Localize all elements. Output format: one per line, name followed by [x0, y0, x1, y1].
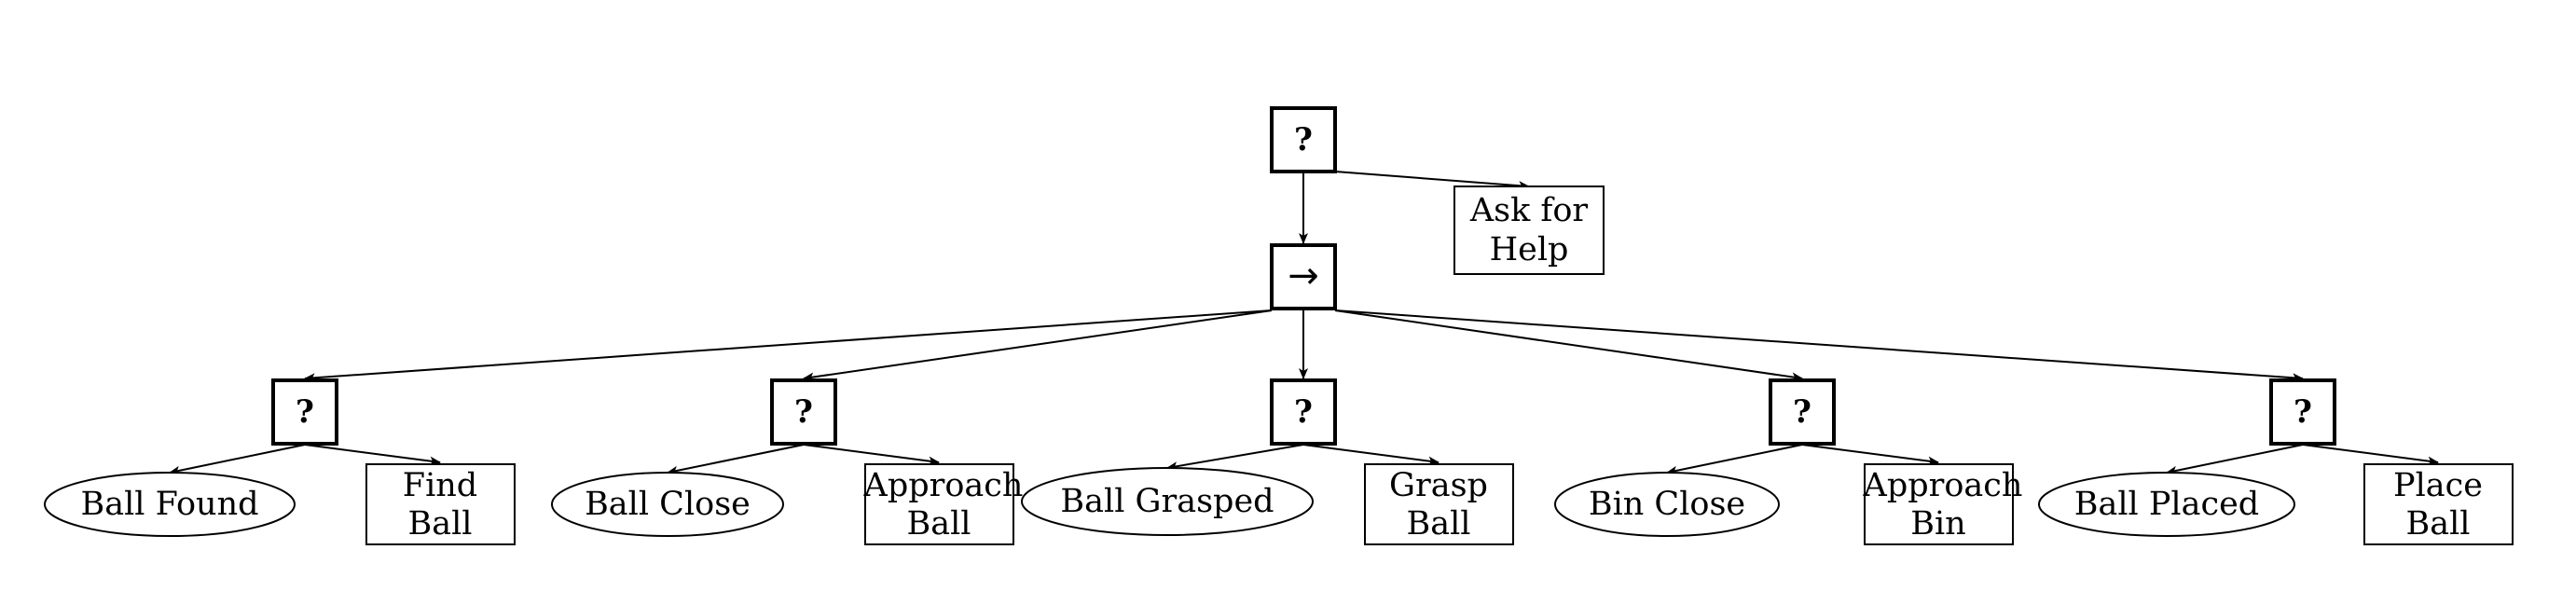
edge-fallback-3-to-action — [1302, 444, 1440, 466]
action-5-line-1: Place — [2393, 467, 2483, 504]
action-1-line-1: Find — [403, 467, 477, 504]
fallback-2-symbol: ? — [794, 393, 813, 431]
fallback-5-symbol: ? — [2294, 393, 2312, 431]
action-2-line-1: Approach — [863, 467, 1024, 504]
action-2-line-2: Ball — [907, 505, 971, 543]
ask-help-line-1: Ask for — [1469, 192, 1589, 229]
root-fallback-symbol: ? — [1294, 121, 1313, 158]
fallback-4-symbol: ? — [1793, 393, 1811, 431]
edge-sequence-to-fallback-1 — [304, 309, 1273, 383]
edge-fallback-4-to-action — [1801, 444, 1939, 466]
sequence-node: → — [1270, 243, 1337, 310]
edge-sequence-to-fallback-2 — [803, 309, 1273, 382]
condition-2-label: Ball Close — [585, 486, 751, 523]
edge-fallback-2-to-action — [803, 444, 940, 466]
action-4-line-2: Bin — [1910, 505, 1965, 543]
fallback-node-2: ? — [770, 378, 837, 446]
action-1-line-2: Ball — [408, 505, 473, 543]
edge-fallback-5-to-condition — [2166, 444, 2304, 475]
root-fallback-node: ? — [1270, 106, 1337, 173]
action-4-line-1: Approach — [1863, 467, 2023, 504]
condition-3-label: Ball Grasped — [1060, 483, 1274, 520]
edge-fallback-1-to-action — [304, 444, 441, 466]
condition-bin-close: Bin Close — [1554, 472, 1780, 537]
fallback-1-symbol: ? — [296, 393, 314, 431]
action-grasp-ball: Grasp Ball — [1364, 463, 1514, 545]
action-approach-ball: Approach Ball — [863, 463, 1024, 545]
fallback-3-symbol: ? — [1294, 393, 1313, 431]
action-place-ball: Place Ball — [2363, 463, 2514, 545]
condition-1-label: Ball Found — [80, 486, 258, 523]
fallback-node-1: ? — [271, 378, 338, 446]
edges — [169, 171, 2439, 475]
edge-fallback-2-to-condition — [667, 444, 805, 475]
condition-ball-found: Ball Found — [44, 472, 296, 537]
sequence-arrow-icon: → — [1288, 254, 1319, 297]
condition-5-label: Ball Placed — [2074, 486, 2259, 523]
fallback-node-3: ? — [1270, 378, 1337, 446]
edge-fallback-4-to-condition — [1666, 444, 1803, 475]
action-3-line-1: Grasp — [1389, 467, 1488, 504]
fallback-node-5: ? — [2269, 378, 2336, 446]
action-3-line-2: Ball — [1407, 505, 1471, 543]
edge-fallback-3-to-condition — [1166, 444, 1304, 472]
edge-fallback-1-to-condition — [169, 444, 306, 475]
fallback-node-4: ? — [1769, 378, 1836, 446]
condition-ball-close: Ball Close — [551, 472, 784, 537]
condition-ball-placed: Ball Placed — [2038, 472, 2295, 537]
edge-sequence-to-fallback-5 — [1334, 309, 2304, 383]
edge-fallback-5-to-action — [2302, 444, 2439, 466]
edge-root-to-ask-help — [1334, 171, 1530, 191]
condition-ball-grasped: Ball Grasped — [1021, 467, 1314, 536]
ask-help-line-2: Help — [1490, 231, 1569, 268]
action-find-ball: Find Ball — [365, 463, 516, 545]
edge-sequence-to-fallback-4 — [1334, 309, 1803, 382]
action-approach-bin: Approach Bin — [1863, 463, 2023, 545]
action-5-line-2: Ball — [2406, 505, 2471, 543]
condition-4-label: Bin Close — [1589, 486, 1745, 523]
ask-for-help-action: Ask for Help — [1453, 186, 1605, 275]
